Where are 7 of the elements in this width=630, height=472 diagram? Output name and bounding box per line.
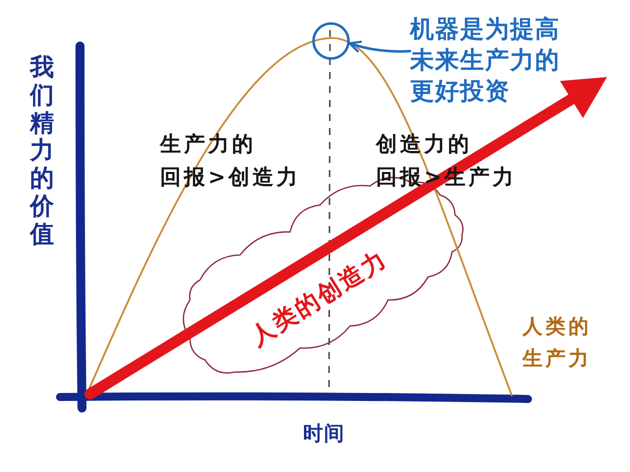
axis-label: 我们精力的价值 [28, 54, 55, 249]
curve-label: 人类的生产力 [521, 313, 592, 372]
axis-label: 时间 [303, 421, 345, 445]
highlight-circle [312, 22, 350, 60]
leader-arrow [348, 40, 412, 53]
cloud-label: 人类的创造力 [245, 244, 393, 352]
annotation-text: 机器是为提高未来生产力的更好投资 [410, 14, 562, 108]
